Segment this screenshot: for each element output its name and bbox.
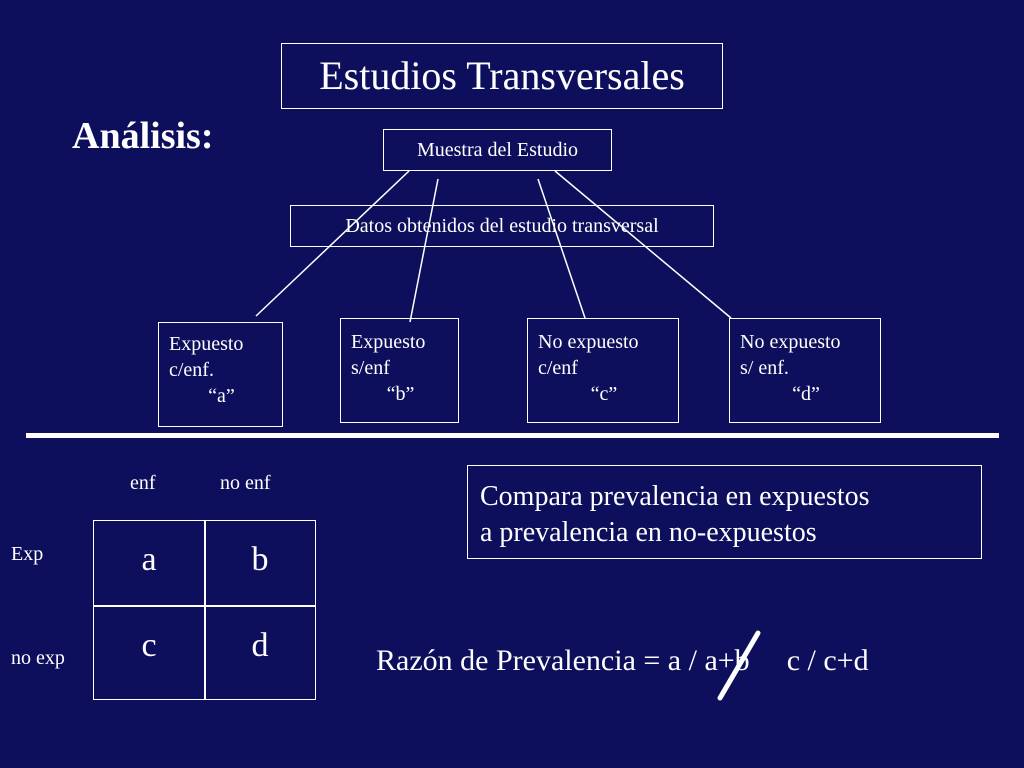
table-cell-b: b — [251, 541, 269, 578]
col-header-no-enf: no enf — [220, 472, 271, 494]
table-cell-c: c — [141, 627, 157, 664]
section-divider — [26, 433, 999, 438]
table-cell-d: d — [251, 627, 269, 664]
compare-line2: a prevalencia en no-expuestos — [480, 517, 817, 548]
table-horizontal-line — [94, 605, 315, 607]
formula-part2: c / c+d — [786, 644, 869, 677]
category-line1: Expuesto — [351, 331, 426, 353]
row-header-exp: Exp — [11, 543, 44, 565]
category-line2: s/enf — [351, 357, 390, 379]
division-slash-line — [717, 630, 761, 701]
row-header-no-exp: no exp — [11, 647, 65, 669]
data-obtained-label: Datos obtenidos del estudio transversal — [345, 215, 659, 237]
connector-c — [537, 178, 586, 319]
sample-box: Muestra del Estudio — [383, 129, 612, 171]
section-heading: Análisis: — [72, 115, 214, 157]
contingency-table: a b c d — [93, 520, 316, 700]
category-code: “a” — [208, 385, 235, 407]
category-line2: c/enf. — [169, 359, 214, 381]
category-code: “b” — [386, 383, 415, 405]
slide-title: Estudios Transversales — [319, 53, 685, 98]
formula-part1: Razón de Prevalencia = a / a+b — [376, 644, 750, 677]
table-vertical-line — [204, 521, 206, 699]
connector-b — [409, 178, 439, 323]
title-box: Estudios Transversales — [281, 43, 723, 109]
category-box-a: Expuesto c/enf. “a” — [158, 322, 283, 427]
table-cell-a: a — [141, 541, 157, 578]
connector-d — [554, 170, 732, 319]
compare-line1: Compara prevalencia en expuestos — [480, 481, 870, 512]
category-line2: s/ enf. — [740, 357, 789, 379]
category-line1: No expuesto — [538, 331, 639, 353]
category-box-c: No expuesto c/enf “c” — [527, 318, 679, 423]
data-obtained-box: Datos obtenidos del estudio transversal — [290, 205, 714, 247]
category-box-b: Expuesto s/enf “b” — [340, 318, 459, 423]
category-line1: No expuesto — [740, 331, 841, 353]
category-line1: Expuesto — [169, 333, 244, 355]
sample-label: Muestra del Estudio — [416, 139, 579, 161]
compare-box: Compara prevalencia en expuestos a preva… — [467, 465, 982, 559]
category-code: “c” — [590, 383, 618, 405]
connector-a — [255, 170, 410, 317]
category-box-d: No expuesto s/ enf. “d” — [729, 318, 881, 423]
col-header-enf: enf — [130, 472, 156, 494]
category-code: “d” — [792, 383, 820, 405]
category-line2: c/enf — [538, 357, 578, 379]
prevalence-ratio-formula: Razón de Prevalencia = a / a+b c / c+d — [376, 644, 869, 678]
